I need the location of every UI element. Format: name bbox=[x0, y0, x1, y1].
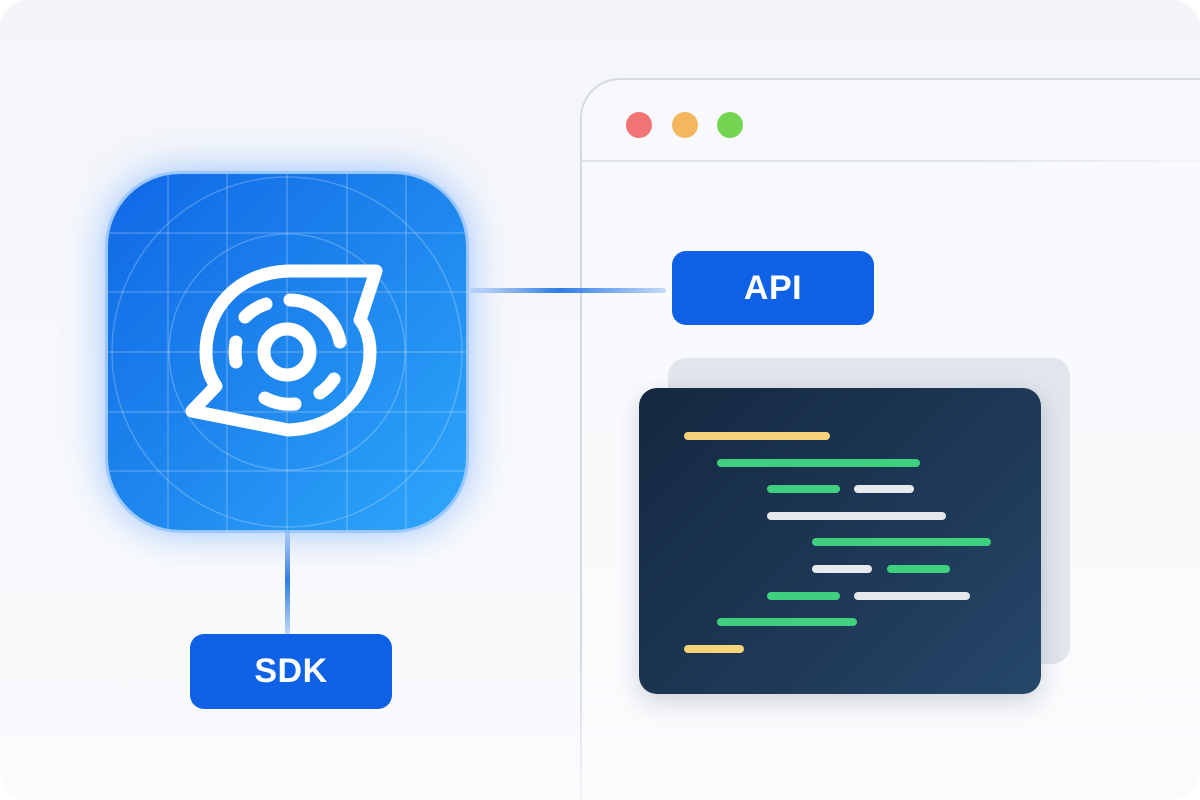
code-line-segment bbox=[854, 485, 914, 493]
minimize-dot-icon bbox=[672, 112, 698, 138]
sdk-connector-line bbox=[285, 525, 290, 635]
code-line-segment bbox=[767, 485, 840, 493]
code-line-segment bbox=[854, 592, 970, 600]
sdk-label: SDK bbox=[190, 634, 392, 709]
code-panel bbox=[639, 388, 1041, 694]
code-line-segment bbox=[717, 459, 920, 467]
code-line-segment bbox=[684, 645, 744, 653]
code-line-segment bbox=[684, 432, 830, 440]
close-dot-icon bbox=[626, 112, 652, 138]
maximize-dot-icon bbox=[717, 112, 743, 138]
app-icon bbox=[108, 174, 466, 530]
code-line-segment bbox=[812, 538, 991, 546]
code-line-segment bbox=[812, 565, 872, 573]
browser-titlebar bbox=[582, 80, 1200, 162]
code-line-segment bbox=[767, 512, 946, 520]
api-label: API bbox=[672, 251, 874, 325]
api-connector-line bbox=[470, 288, 666, 293]
code-line-segment bbox=[717, 618, 857, 626]
code-line-segment bbox=[887, 565, 950, 573]
app-icon-grid bbox=[108, 174, 466, 530]
code-line-segment bbox=[767, 592, 840, 600]
swirl-target-logo-icon bbox=[185, 264, 383, 437]
